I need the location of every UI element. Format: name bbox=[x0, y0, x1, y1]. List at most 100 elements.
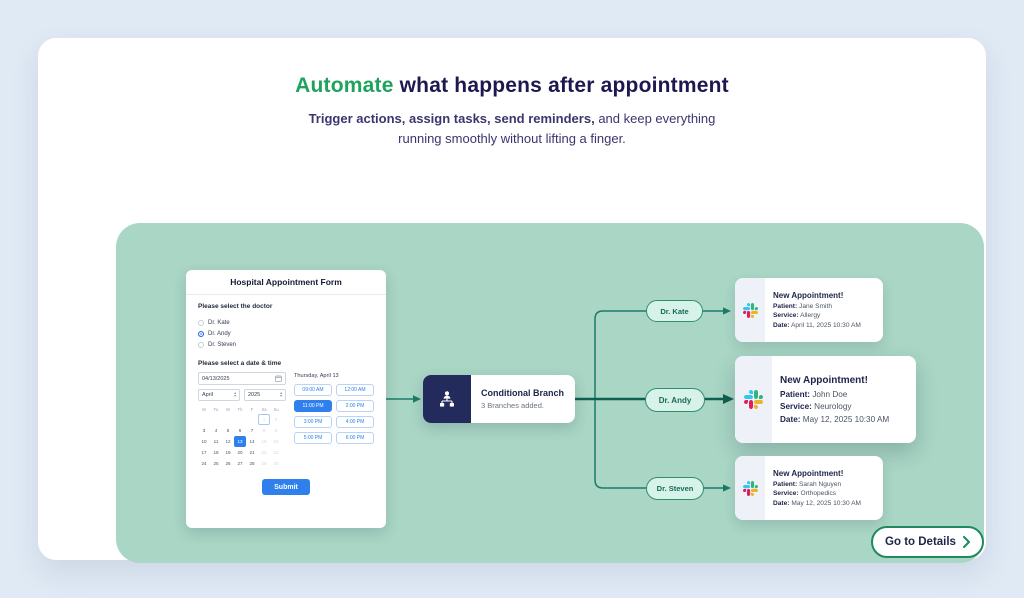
calendar-day[interactable]: 1 bbox=[258, 414, 270, 425]
calendar-day[interactable]: 28 bbox=[249, 461, 255, 466]
calendar-day[interactable]: 15 bbox=[261, 439, 267, 444]
stepper-icon[interactable]: ▴▾ bbox=[234, 390, 236, 398]
org-chart-icon bbox=[440, 391, 454, 407]
month-select[interactable]: April ▴▾ bbox=[198, 389, 240, 401]
calendar-icon bbox=[275, 375, 282, 382]
calendar-day[interactable]: 16 bbox=[273, 439, 279, 444]
calendar-day[interactable]: 18 bbox=[213, 450, 219, 455]
time-slot[interactable]: 3:00 PM bbox=[294, 416, 332, 428]
message-date: Date: May 12, 2025 10:30 AM bbox=[780, 415, 889, 424]
doctor-radio-group: Dr. Kate Dr. Andy Dr. Steven bbox=[198, 317, 374, 350]
branch-pill-dr-kate[interactable]: Dr. Kate bbox=[646, 300, 703, 322]
slack-strip bbox=[735, 356, 772, 443]
submit-button[interactable]: Submit bbox=[262, 479, 310, 495]
selected-day-header: Thursday, April 13 bbox=[294, 373, 339, 379]
slack-card-dr-kate[interactable]: New Appointment! Patient: Jane Smith Ser… bbox=[735, 278, 883, 342]
calendar-day[interactable]: 11 bbox=[213, 439, 219, 444]
date-value[interactable] bbox=[202, 375, 262, 382]
date-value: May 12, 2025 10:30 AM bbox=[802, 414, 890, 424]
calendar-day[interactable]: 30 bbox=[273, 461, 279, 466]
slack-card-dr-steven[interactable]: New Appointment! Patient: Sarah Nguyen S… bbox=[735, 456, 883, 520]
calendar-day bbox=[246, 414, 258, 425]
service-label: Service: bbox=[780, 402, 812, 412]
radio-label: Dr. Andy bbox=[208, 330, 231, 337]
form-title: Hospital Appointment Form bbox=[186, 270, 386, 295]
datetime-select-label: Please select a date & time bbox=[198, 360, 282, 367]
radio-icon bbox=[198, 319, 204, 326]
subtitle-line2: running smoothly without lifting a finge… bbox=[398, 131, 626, 146]
time-slot[interactable]: 4:00 PM bbox=[336, 416, 374, 428]
calendar-day[interactable]: 6 bbox=[238, 428, 242, 433]
message-patient: Patient: Sarah Nguyen bbox=[773, 481, 861, 488]
weekday-label: Tu bbox=[213, 406, 219, 412]
calendar-day[interactable]: 7 bbox=[250, 428, 254, 433]
calendar-day[interactable]: 13 bbox=[234, 436, 246, 447]
calendar-day[interactable]: 5 bbox=[226, 428, 230, 433]
hero: Automate what happens after appointment … bbox=[38, 74, 986, 149]
calendar-day[interactable]: 21 bbox=[249, 450, 255, 455]
go-to-details-button[interactable]: Go to Details bbox=[871, 526, 984, 558]
time-slot[interactable]: 6:00 PM bbox=[336, 432, 374, 444]
appointment-form-node[interactable]: Hospital Appointment Form Please select … bbox=[186, 270, 386, 528]
calendar-day[interactable]: 25 bbox=[213, 461, 219, 466]
service-value: Orthopedics bbox=[800, 490, 837, 498]
slack-card-dr-andy[interactable]: New Appointment! Patient: John Doe Servi… bbox=[735, 356, 916, 443]
doctor-select-label: Please select the doctor bbox=[198, 303, 273, 310]
slack-icon bbox=[744, 390, 763, 409]
patient-label: Patient: bbox=[780, 389, 811, 399]
calendar-day[interactable]: 10 bbox=[201, 439, 207, 444]
year-select[interactable]: 2025 ▴▾ bbox=[244, 389, 286, 401]
page-subtitle: Trigger actions, assign tasks, send remi… bbox=[38, 109, 986, 149]
date-value: May 12, 2025 10:30 AM bbox=[791, 499, 861, 507]
subtitle-regular: and keep everything bbox=[598, 111, 716, 126]
calendar-day[interactable]: 29 bbox=[261, 461, 267, 466]
time-slot[interactable]: 12:00 AM bbox=[336, 384, 374, 396]
radio-label: Dr. Steven bbox=[208, 341, 237, 348]
time-slot[interactable]: 11:00 PM bbox=[294, 400, 332, 412]
date-label: Date: bbox=[773, 499, 790, 507]
go-to-details-label: Go to Details bbox=[885, 536, 956, 548]
branch-pill-dr-steven[interactable]: Dr. Steven bbox=[646, 477, 704, 500]
message-title: New Appointment! bbox=[780, 375, 868, 387]
chevron-right-icon bbox=[962, 536, 970, 548]
subtitle-bold: Trigger actions, assign tasks, send remi… bbox=[308, 111, 595, 126]
calendar-day[interactable]: 14 bbox=[249, 439, 255, 444]
calendar-day[interactable]: 20 bbox=[237, 450, 243, 455]
calendar-day[interactable]: 4 bbox=[214, 428, 218, 433]
calendar-day[interactable]: 12 bbox=[225, 439, 231, 444]
calendar-day[interactable]: 24 bbox=[201, 461, 207, 466]
message-title: New Appointment! bbox=[773, 291, 844, 301]
radio-icon bbox=[198, 341, 204, 348]
time-slot[interactable]: 2:00 PM bbox=[336, 400, 374, 412]
weekday-label: Su bbox=[273, 406, 279, 412]
weekday-label: Sa bbox=[261, 406, 267, 412]
service-label: Service: bbox=[773, 490, 799, 498]
calendar-day[interactable]: 22 bbox=[261, 450, 267, 455]
branch-pill-dr-andy[interactable]: Dr. Andy bbox=[645, 388, 705, 412]
calendar-day[interactable]: 19 bbox=[225, 450, 231, 455]
calendar-day[interactable]: 8 bbox=[262, 428, 266, 433]
year-value: 2025 bbox=[248, 392, 261, 398]
calendar-day[interactable]: 23 bbox=[273, 450, 279, 455]
radio-dr-andy[interactable]: Dr. Andy bbox=[198, 328, 374, 339]
page-title-rest: what happens after appointment bbox=[399, 74, 729, 97]
service-value: Neurology bbox=[814, 402, 852, 412]
calendar-day[interactable]: 3 bbox=[202, 428, 206, 433]
stepper-icon[interactable]: ▴▾ bbox=[280, 390, 282, 398]
weekday-label: Th bbox=[237, 406, 243, 412]
service-value: Allergy bbox=[800, 312, 821, 320]
calendar-day[interactable]: 26 bbox=[225, 461, 231, 466]
calendar-day[interactable]: 2 bbox=[274, 417, 278, 422]
calendar-day[interactable]: 17 bbox=[201, 450, 207, 455]
message-service: Service: Allergy bbox=[773, 312, 861, 319]
service-label: Service: bbox=[773, 312, 799, 320]
weekday-label: F bbox=[250, 406, 254, 412]
date-input[interactable] bbox=[198, 372, 286, 385]
time-slot[interactable]: 09:00 AM bbox=[294, 384, 332, 396]
radio-dr-steven[interactable]: Dr. Steven bbox=[198, 339, 374, 350]
time-slot[interactable]: 5:00 PM bbox=[294, 432, 332, 444]
conditional-branch-node[interactable]: Conditional Branch 3 Branches added. bbox=[423, 375, 575, 423]
calendar-day[interactable]: 9 bbox=[274, 428, 278, 433]
radio-dr-kate[interactable]: Dr. Kate bbox=[198, 317, 374, 328]
calendar-day[interactable]: 27 bbox=[237, 461, 243, 466]
